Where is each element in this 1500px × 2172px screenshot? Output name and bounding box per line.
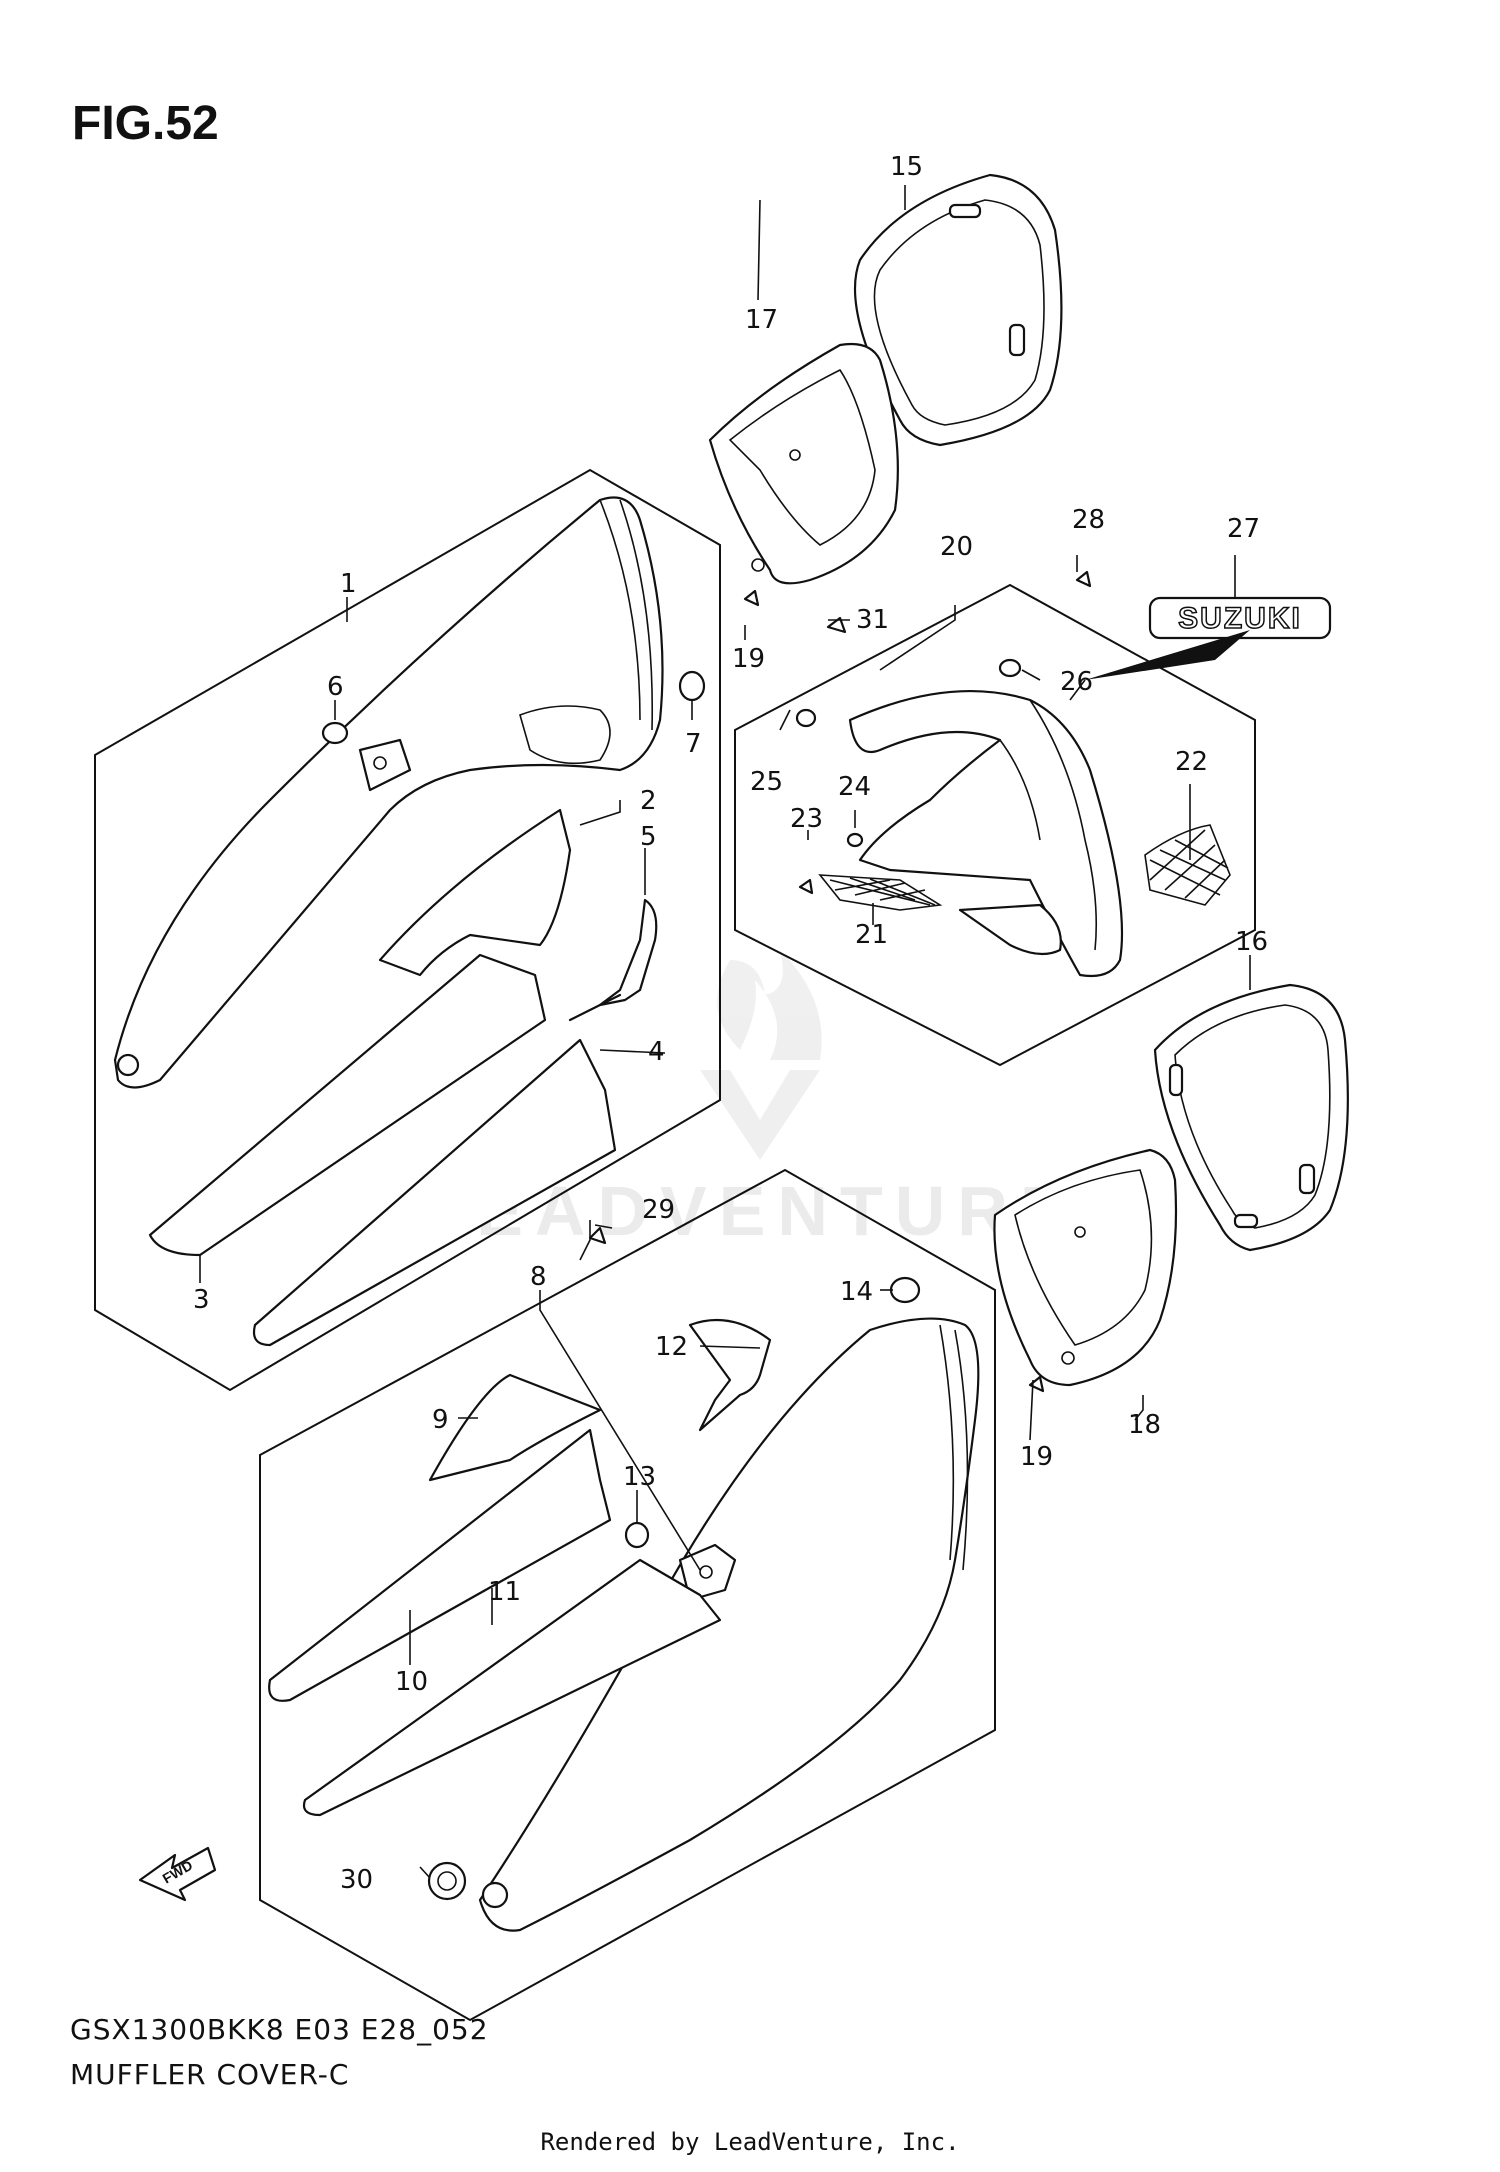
part-27-suzuki-decal: SUZUKI [1069, 596, 1332, 701]
leader-lines [199, 185, 1251, 1879]
callout-28: 28 [1072, 505, 1105, 535]
figure-title: FIG.52 [72, 97, 219, 150]
part-9-panel [428, 1373, 602, 1482]
part-6-grommet [321, 721, 349, 745]
callout-25: 25 [750, 767, 783, 797]
part-5-bracket [598, 898, 658, 1007]
callout-21: 21 [855, 920, 888, 950]
callout-12: 12 [655, 1332, 688, 1362]
callout-22: 22 [1175, 747, 1208, 777]
part-12-bracket [688, 1318, 772, 1432]
rendered-by-credit: Rendered by LeadVenture, Inc. [540, 2128, 960, 2156]
group-box-20 [734, 583, 1256, 1067]
callout-19-lower: 19 [1020, 1442, 1053, 1472]
callout-29: 29 [642, 1195, 675, 1225]
callout-9: 9 [432, 1405, 449, 1435]
part-4-strip [252, 1038, 617, 1347]
callout-labels: 1 2 3 4 5 6 7 8 9 10 11 12 13 14 15 16 1… [193, 152, 1268, 1895]
part-2-panel [378, 808, 572, 977]
part-1-muffler-cover [113, 496, 664, 1089]
part-11-strip [302, 1558, 722, 1817]
callout-11: 11 [488, 1577, 521, 1607]
callout-4: 4 [648, 1037, 665, 1067]
part-17-housing [708, 342, 899, 585]
callout-18: 18 [1128, 1410, 1161, 1440]
part-10-strip [268, 1428, 612, 1702]
part-5-tab [568, 993, 622, 1022]
callout-13: 13 [623, 1462, 656, 1492]
part-3-strip [148, 953, 547, 1257]
callout-23: 23 [790, 804, 823, 834]
callout-14: 14 [840, 1277, 873, 1307]
group-box-1 [94, 468, 721, 1392]
callout-17: 17 [745, 305, 778, 335]
part-15-bezel [854, 173, 1063, 447]
callout-3: 3 [193, 1285, 210, 1315]
part-20-headlight-cover [848, 689, 1124, 978]
part-22-mesh [1144, 824, 1231, 906]
section-name: MUFFLER COVER-C [70, 2058, 350, 2091]
part-14-grommet [889, 1276, 921, 1304]
callout-5: 5 [640, 822, 657, 852]
callout-10: 10 [395, 1667, 428, 1697]
callout-24: 24 [838, 772, 871, 802]
group-box-8 [259, 1168, 996, 2022]
part-18-housing [993, 1148, 1178, 1387]
callout-1: 1 [340, 569, 357, 599]
callout-26: 26 [1060, 667, 1093, 697]
part-21-mesh [818, 874, 943, 911]
callout-15: 15 [890, 152, 923, 182]
callout-2: 2 [640, 786, 657, 816]
suzuki-logo-text: SUZUKI [1178, 602, 1302, 635]
part-30-grommet [427, 1861, 467, 1901]
model-code: GSX1300BKK8 E03 E28_052 [70, 2013, 489, 2046]
callout-20: 20 [940, 532, 973, 562]
callout-6: 6 [327, 672, 344, 702]
callout-31: 31 [856, 605, 889, 635]
fasteners [588, 570, 1092, 1393]
callout-16: 16 [1235, 927, 1268, 957]
part-13-grommet [624, 1521, 650, 1549]
callout-7: 7 [685, 729, 702, 759]
callout-19-upper: 19 [732, 644, 765, 674]
fwd-direction-arrow: FWD [138, 1846, 217, 1902]
callout-30: 30 [340, 1865, 373, 1895]
part-16-bezel [1153, 983, 1349, 1252]
callout-27: 27 [1227, 514, 1260, 544]
callout-8: 8 [530, 1262, 547, 1292]
part-7-grommet [678, 670, 706, 702]
part-8-muffler-cover [478, 1317, 980, 1932]
